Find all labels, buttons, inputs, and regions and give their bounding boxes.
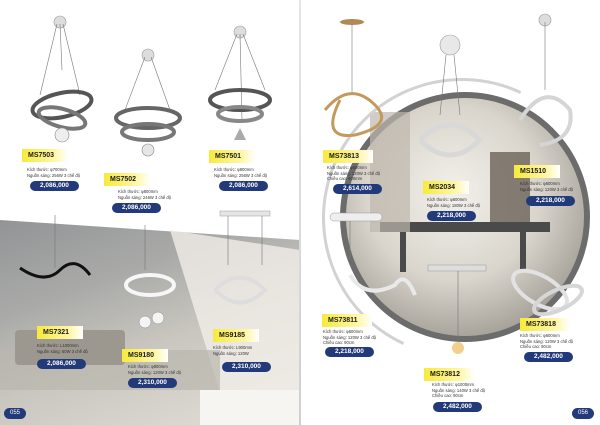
right-room-interior bbox=[370, 112, 550, 272]
product-spec: Kích thước: φ600mm Nguồn sáng: 180W 3 ch… bbox=[427, 197, 480, 208]
product-code-tag: MS1510 bbox=[514, 165, 561, 178]
power-spec: Nguồn sáng: 120W 3 chế độ bbox=[323, 334, 377, 340]
price-badge: 2,310,000 bbox=[222, 362, 271, 372]
size-spec: Kích thước: L1000mm bbox=[37, 343, 79, 348]
power-spec: Nguồn sáng: 120W bbox=[213, 350, 249, 356]
height-spec: Chiều cao: 90cm bbox=[520, 344, 552, 350]
price-badge: 2,218,000 bbox=[526, 196, 575, 206]
size-spec: Kích thước: φ600mm bbox=[520, 333, 560, 338]
price-badge: 2,310,000 bbox=[128, 378, 177, 388]
size-spec: Kích thước: φ600mm bbox=[520, 181, 560, 186]
product-code-tag: MS73812 bbox=[424, 368, 474, 381]
product-spec: Kích thước: φ600mm Nguồn sáng: 120W 3 ch… bbox=[520, 181, 573, 192]
power-spec: Nguồn sáng: 120W 3 chế độ bbox=[520, 338, 574, 344]
size-spec: Kích thước: φ1000mm bbox=[432, 382, 475, 387]
price-badge: 2,218,000 bbox=[325, 347, 374, 357]
price-badge: 2,482,000 bbox=[433, 402, 482, 412]
price-badge: 2,086,000 bbox=[112, 203, 161, 213]
price-badge: 2,086,000 bbox=[30, 181, 79, 191]
left-room-photo bbox=[0, 200, 300, 425]
page-number-left: 055 bbox=[4, 408, 27, 419]
product-code-tag: MS7501 bbox=[209, 150, 256, 163]
product-code-tag: MS9185 bbox=[213, 329, 260, 342]
product-spec: Kích thước: φ1000mm Nguồn sáng: 140W 3 c… bbox=[432, 382, 485, 399]
product-code-tag: MS73818 bbox=[520, 318, 570, 331]
page-number-right: 056 bbox=[572, 408, 595, 419]
product-spec: Kích thước: φ800mm Nguồn sáng: 256W 3 ch… bbox=[214, 167, 267, 178]
product-spec: Kích thước: φ600mm Nguồn sáng: 120W 3 ch… bbox=[520, 333, 573, 350]
power-spec: Nguồn sáng: 120W 3 chế độ bbox=[128, 369, 182, 375]
size-spec: Kích thước: φ800mm bbox=[214, 167, 254, 172]
power-spec: Nguồn sáng: 180W 3 chế độ bbox=[427, 202, 481, 208]
product-spec: Kích thước: φ800mm Nguồn sáng: 246W 3 ch… bbox=[118, 189, 171, 200]
price-badge: 2,614,000 bbox=[333, 184, 382, 194]
product-spec: Kích thước: φ800mm Nguồn sáng: 120W 3 ch… bbox=[128, 364, 181, 375]
height-spec: Chiều cao: 900mm bbox=[327, 176, 363, 182]
product-code-tag: MS2034 bbox=[423, 181, 470, 194]
size-spec: Kích thước: φ800mm bbox=[118, 189, 158, 194]
product-spec: Kích thước: L1000mm Nguồn sáng: 60W 3 ch… bbox=[37, 343, 88, 354]
power-spec: Nguồn sáng: 120W 3 chế độ bbox=[520, 186, 574, 192]
product-spec: Kích thước: φ600mm Nguồn sáng: 120W 3 ch… bbox=[323, 329, 376, 346]
price-badge: 2,218,000 bbox=[427, 211, 476, 221]
power-spec: Nguồn sáng: 120W 3 chế độ bbox=[327, 170, 381, 176]
product-code-tag: MS7503 bbox=[22, 149, 69, 162]
power-spec: Nguồn sáng: 60W 3 chế độ bbox=[37, 348, 88, 354]
price-badge: 2,086,000 bbox=[37, 359, 86, 369]
spine bbox=[299, 0, 301, 425]
power-spec: Nguồn sáng: 246W 3 chế độ bbox=[118, 194, 172, 200]
size-spec: Kích thước: L900mm bbox=[213, 345, 253, 350]
power-spec: Nguồn sáng: 256W 3 chế độ bbox=[214, 172, 268, 178]
product-code-tag: MS73811 bbox=[322, 314, 372, 327]
height-spec: Chiều cao: 90cm bbox=[432, 393, 464, 399]
size-spec: Kích thước: φ800mm bbox=[128, 364, 168, 369]
product-spec: Kích thước: φ600mm Nguồn sáng: 120W 3 ch… bbox=[327, 165, 380, 182]
size-spec: Kích thước: φ600mm bbox=[323, 329, 363, 334]
left-photo-shading bbox=[0, 200, 300, 425]
product-code-tag: MS9180 bbox=[122, 349, 169, 362]
power-spec: Nguồn sáng: 256W 3 chế độ bbox=[27, 172, 81, 178]
product-spec: Kích thước: L900mm Nguồn sáng: 120W bbox=[213, 345, 252, 356]
height-spec: Chiều cao: 90cm bbox=[323, 340, 355, 346]
size-spec: Kích thước: φ600mm bbox=[327, 165, 367, 170]
product-code-tag: MS73813 bbox=[323, 150, 373, 163]
size-spec: Kích thước: φ600mm bbox=[427, 197, 467, 202]
product-code-tag: MS7321 bbox=[37, 326, 84, 339]
price-badge: 2,482,000 bbox=[524, 352, 573, 362]
size-spec: Kích thước: φ700mm bbox=[27, 167, 67, 172]
price-badge: 2,086,000 bbox=[219, 181, 268, 191]
power-spec: Nguồn sáng: 140W 3 chế độ bbox=[432, 387, 486, 393]
product-code-tag: MS7502 bbox=[104, 173, 151, 186]
product-spec: Kích thước: φ700mm Nguồn sáng: 256W 3 ch… bbox=[27, 167, 80, 178]
